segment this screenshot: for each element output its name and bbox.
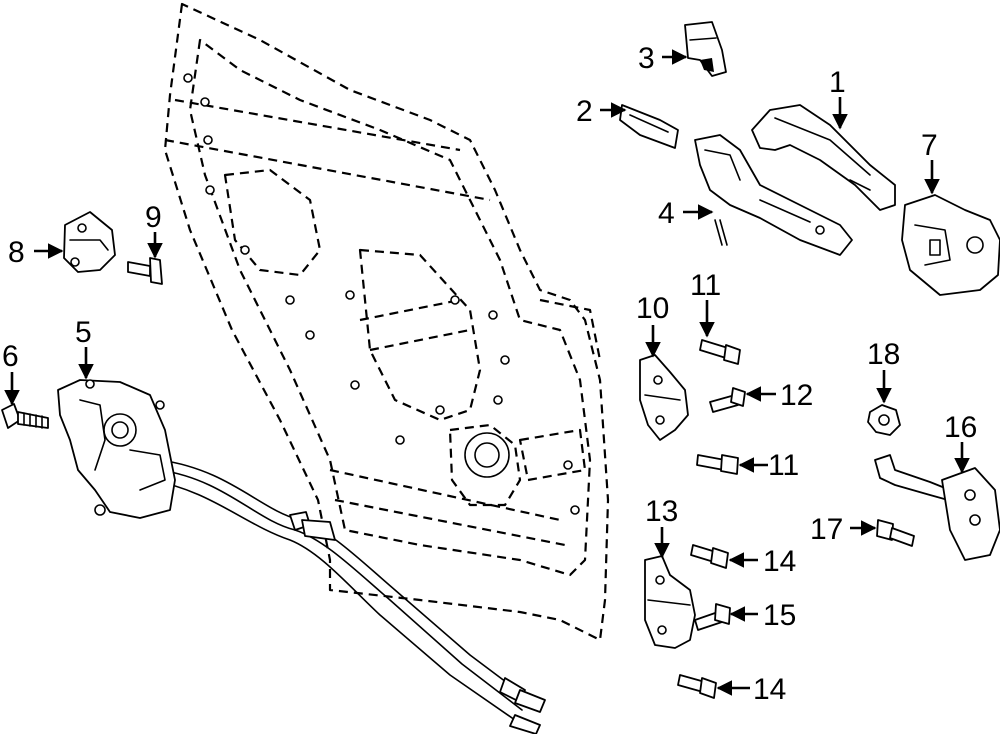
handle-bracket <box>694 134 853 256</box>
callout-4: 4 <box>658 197 675 230</box>
handle-gasket <box>619 104 679 149</box>
callout-17: 17 <box>810 513 843 546</box>
outside-door-handle <box>751 104 896 211</box>
callout-1: 1 <box>829 66 846 99</box>
callout-8: 8 <box>8 236 25 269</box>
door-shell <box>163 2 610 642</box>
hinge-bolt-lower <box>696 454 739 475</box>
leader-lines <box>4 49 970 696</box>
callout-6: 6 <box>2 340 19 373</box>
door-check <box>874 454 1000 561</box>
callout-7: 7 <box>921 129 938 162</box>
callout-9: 9 <box>145 201 162 234</box>
hinge-bolt-upper <box>699 339 741 365</box>
handle-cap <box>684 21 727 77</box>
door-lock-actuator <box>57 379 176 519</box>
callout-2: 2 <box>576 95 593 128</box>
hinge-bolt-middle <box>709 387 746 413</box>
callout-12: 12 <box>780 379 813 412</box>
door-striker <box>63 211 116 273</box>
callout-11-upper: 11 <box>690 269 721 302</box>
lock-cables <box>149 459 546 734</box>
hinge-bolt-b <box>694 603 731 631</box>
lower-hinge <box>644 555 696 649</box>
callout-14-lower: 14 <box>753 673 786 706</box>
callout-10: 10 <box>636 292 669 325</box>
door-panel-holes <box>183 73 580 515</box>
callout-11-lower: 11 <box>768 449 799 482</box>
hinge-bolt-a <box>690 544 729 569</box>
callout-14-upper: 14 <box>763 545 796 578</box>
hinge-bolt-c <box>677 674 717 699</box>
handle-housing <box>901 194 1000 296</box>
upper-hinge <box>639 354 689 441</box>
striker-screw <box>127 257 163 285</box>
callout-16: 16 <box>944 411 977 444</box>
callout-3: 3 <box>638 42 655 75</box>
callout-13: 13 <box>645 495 678 528</box>
callout-18: 18 <box>867 338 900 371</box>
check-nut <box>867 404 901 436</box>
check-bolt <box>876 519 915 547</box>
actuator-bolt <box>1 403 49 429</box>
callout-5: 5 <box>75 316 92 349</box>
callout-15: 15 <box>763 599 796 632</box>
